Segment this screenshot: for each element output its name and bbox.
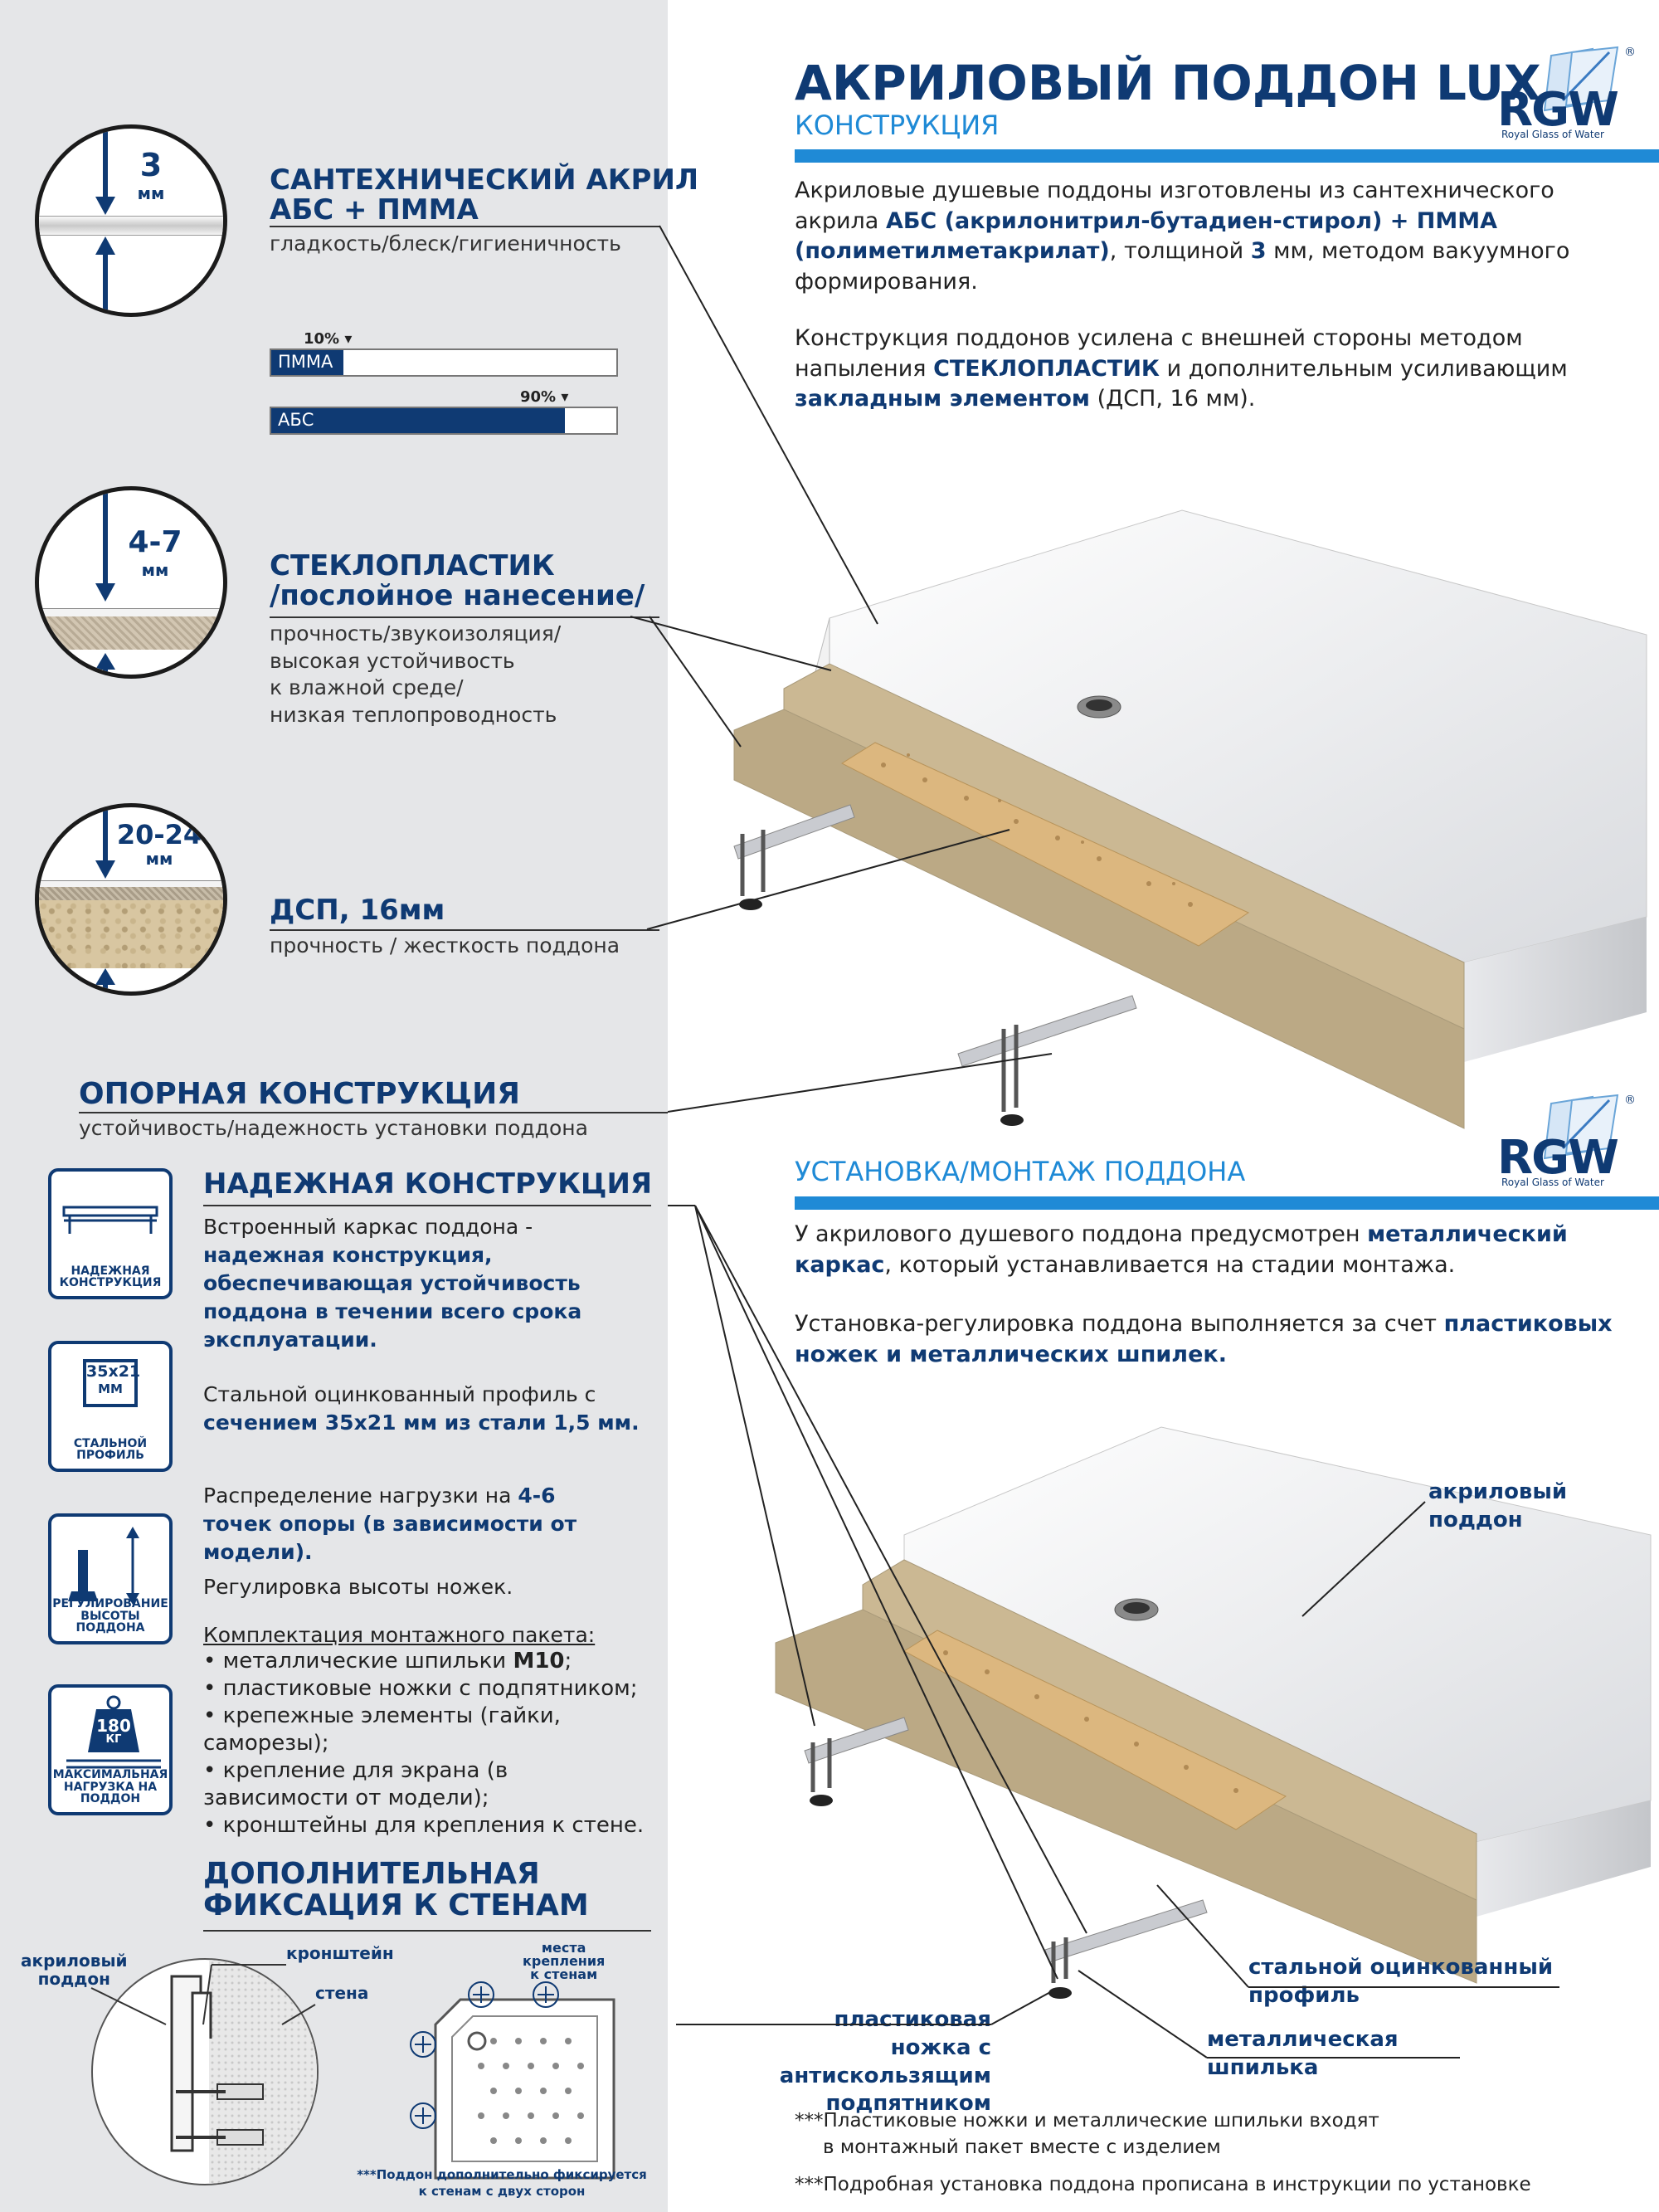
weight-unit: КГ xyxy=(105,1733,122,1746)
logo-tagline: Royal Glass of Water xyxy=(1501,129,1604,140)
label-wall: стена xyxy=(315,1983,369,2003)
tray-cross-section-illustration xyxy=(733,509,1647,1129)
tray-plan-view xyxy=(427,1991,622,2186)
layer-circle-fiberglass: 4-7 мм xyxy=(35,486,227,679)
thickness-arrows-icon xyxy=(95,807,115,992)
layer-unit: мм xyxy=(137,183,165,203)
layer-thickness: 4-7 xyxy=(128,525,182,559)
leader-line xyxy=(270,616,659,618)
reliable-paragraph-2: Стальной оцинкованный профиль с сечением… xyxy=(203,1382,640,1435)
layer-unit: мм xyxy=(141,560,169,580)
abs-bar: АБС xyxy=(270,407,618,435)
support-title: ОПОРНАЯ КОНСТРУКЦИЯ xyxy=(79,1077,520,1111)
rgw-logo-2: RGW Royal Glass of Water ® xyxy=(1493,1094,1651,1193)
kit-list: • металлические шпильки М10;• пластиковы… xyxy=(203,1648,651,1839)
header-paragraph-1: Акриловые душевые поддоны изготовлены из… xyxy=(795,178,1570,295)
construction-leader-lines xyxy=(630,225,1053,1113)
logo-text: RGW xyxy=(1497,83,1619,137)
leader-line xyxy=(270,929,659,931)
header-rule xyxy=(795,149,1659,163)
layer-circle-chipboard: 20-24 мм xyxy=(35,803,227,996)
wall-fixation-detail xyxy=(91,1958,319,2185)
abs-percent: 90% ▾ xyxy=(520,388,569,406)
pmma-bar: ПММА xyxy=(270,348,618,377)
weight-value: 180 xyxy=(96,1716,131,1736)
reliable-title: НАДЕЖНАЯ КОНСТРУКЦИЯ xyxy=(203,1167,653,1201)
header-paragraph-2: Конструкция поддонов усилена с внешней с… xyxy=(795,325,1568,412)
install-paragraph-1: У акрилового душевого поддона предусмотр… xyxy=(795,1221,1568,1278)
layer-thickness: 3 xyxy=(139,147,163,183)
install-title: УСТАНОВКА/МОНТАЖ ПОДДОНА xyxy=(795,1156,1246,1187)
kit-list-item: • кронштейны для крепления к стене. xyxy=(203,1813,645,1839)
layer-desc-chipboard: прочность / жесткость поддона xyxy=(270,933,620,957)
tray-plan-icon xyxy=(434,1998,615,2180)
reliable-paragraph-4: Регулировка высоты ножек. xyxy=(203,1575,513,1599)
kit-list-item: • крепление для экрана (в зависимости от… xyxy=(203,1758,508,1811)
logo-glass-icon xyxy=(1543,1094,1619,1160)
layer-desc-fiberglass: прочность/звукоизоляция/ высокая устойчи… xyxy=(270,621,562,727)
rgw-logo: RGW Royal Glass of Water ® xyxy=(1493,46,1651,145)
leg-adjust-icon xyxy=(68,1527,139,1605)
page-subtitle: КОНСТРУКЦИЯ xyxy=(795,110,1000,141)
layer-unit: мм xyxy=(145,849,173,869)
leader-line xyxy=(203,1930,651,1932)
profile-section-icon: 35х21 ММ xyxy=(83,1359,140,1407)
install-note-1: ***Пластиковые ножки и металлические шпи… xyxy=(795,2110,1379,2159)
fixation-points-icon xyxy=(410,1981,559,2129)
kit-list-item: • пластиковые ножки с подпятником; xyxy=(203,1676,638,1702)
thickness-arrows-icon xyxy=(95,490,115,675)
install-rule xyxy=(795,1196,1659,1210)
leader-line xyxy=(203,1205,651,1206)
weight-icon xyxy=(66,1695,161,1769)
bracket-icon xyxy=(170,1975,264,2152)
page-title: АКРИЛОВЫЙ ПОДДОН LUX xyxy=(795,55,1541,111)
fixation-leader-lines xyxy=(90,1964,316,2025)
fixation-title: ДОПОЛНИТЕЛЬНАЯ ФИКСАЦИЯ К СТЕНАМ xyxy=(203,1857,589,1922)
support-desc: устойчивость/надежность установки поддон… xyxy=(79,1116,588,1140)
layer-thickness: 20-24 xyxy=(116,819,202,850)
kit-list-item: • крепежные элементы (гайки, саморезы); xyxy=(203,1703,561,1756)
leader-line xyxy=(270,226,659,227)
layer-desc-acrylic: гладкость/блеск/гигиеничность xyxy=(270,231,621,256)
install-paragraph-2: Установка-регулировка поддона выполняетс… xyxy=(795,1311,1613,1367)
frame-icon xyxy=(62,1206,158,1234)
thickness-arrows-icon xyxy=(95,129,115,313)
kit-title: Комплектация монтажного пакета: xyxy=(203,1623,596,1647)
layer-title-acrylic: САНТЕХНИЧЕСКИЙ АКРИЛ АБС + ПММА xyxy=(270,163,699,227)
logo-reg: ® xyxy=(1624,46,1636,59)
reliable-paragraph-1: Встроенный каркас поддона - надежная кон… xyxy=(203,1215,582,1352)
pmma-percent: 10% ▾ xyxy=(304,330,353,348)
logo-glass-icon xyxy=(1543,46,1619,112)
install-note-2: ***Подробная установка поддона прописана… xyxy=(795,2174,1531,2195)
layer-title-fiberglass: СТЕКЛОПЛАСТИК /послойное нанесение/ xyxy=(270,549,645,612)
layer-title-chipboard: ДСП, 16мм xyxy=(270,894,445,927)
reliable-paragraph-3: Распределение нагрузки на 4-6 точек опор… xyxy=(203,1484,577,1564)
layer-circle-acrylic: 3 мм xyxy=(35,124,227,317)
kit-list-item: • металлические шпильки М10; xyxy=(203,1649,572,1674)
tray-installation-illustration xyxy=(775,1426,1652,1999)
leader-line xyxy=(79,1112,668,1113)
label-bracket: кронштейн xyxy=(286,1943,394,1963)
